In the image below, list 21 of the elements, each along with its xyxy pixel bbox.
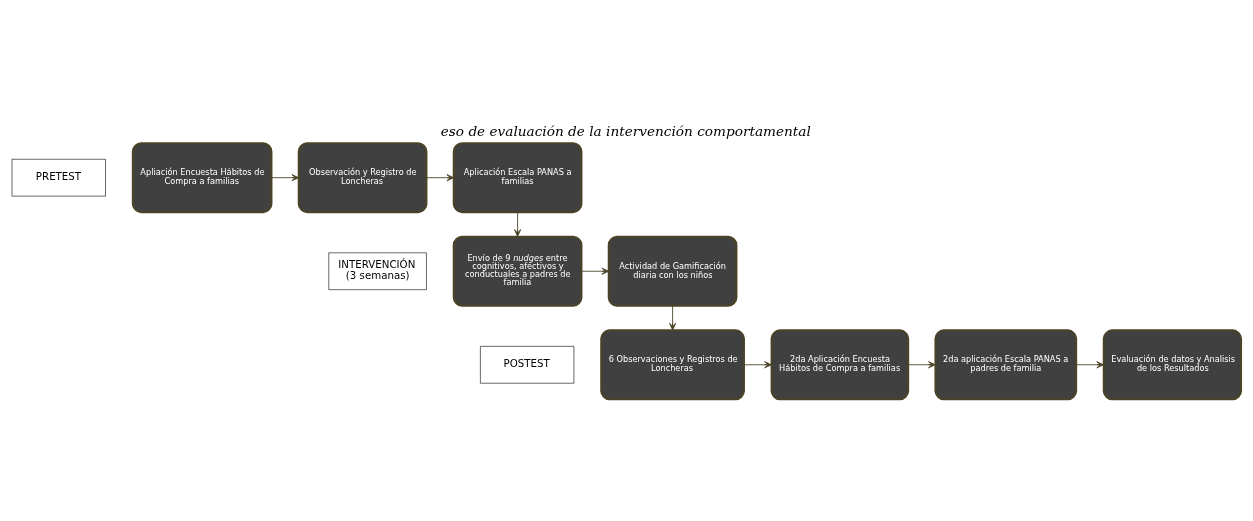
node-box: 2da Aplicación Encuesta Hábitos de Compra a familias [770,328,910,400]
node-box: 6 Observaciones y Registros de Loncheras [600,328,745,400]
node-box: Aplicación Escala PANAS a familias [452,141,583,213]
arrow [907,360,936,368]
arrow [669,304,677,330]
arrow [581,267,610,275]
diagram-title: eso de evaluación de la intervención comportamental [440,122,811,139]
arrow [743,360,772,368]
node-box: Envío de 9 nudges entre cognitivos, afectivos y conductuales a padres de familia [452,235,583,307]
arrow [426,173,455,181]
node-box: Evaluación de datos y Analisis de los Resultados [1102,328,1243,400]
node-box: PRETEST [11,158,106,196]
node-box: Observación y Registro de Loncheras [297,141,428,213]
node-box: Actividad de Gamificación diaria con los niños [607,235,738,307]
arrow [514,211,522,237]
arrow [271,173,300,181]
arrow [1075,360,1105,368]
node-box: 2da aplicación Escala PANAS a padres de familia [934,328,1078,400]
node-box: INTERVENCIÓN (3 semanas) [328,251,427,290]
node-box: Apliación Encuesta Hábitos de Compra a familias [131,141,273,213]
node-box: POSTEST [480,345,575,384]
